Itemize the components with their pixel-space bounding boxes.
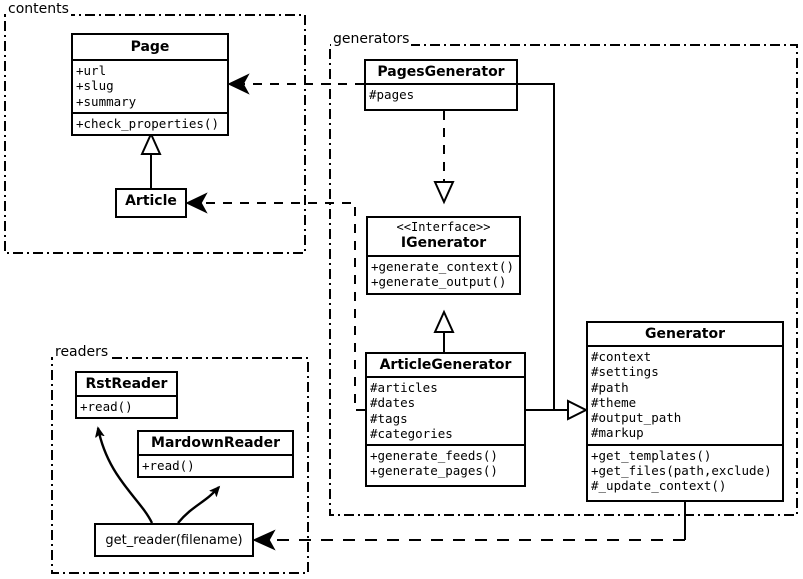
class-title-mardown-reader: MardownReader [151,435,280,451]
class-attributes-page: +url +slug +summary [73,59,227,112]
class-operation: #_update_context() [591,478,727,494]
class-title-pages-generator: PagesGenerator [377,64,505,80]
relation-get-reader-creates-mardownreader [177,487,219,524]
class-operation: +get_templates() [591,447,712,463]
class-title-page: Page [130,39,170,55]
class-attribute: #context [591,349,652,365]
class-title-rst-reader: RstReader [85,376,168,392]
class-stereotype-igenerator: <<Interface>> [396,220,491,234]
class-attribute: #output_path [591,410,682,426]
class-operation: +read() [142,458,195,474]
class-attribute: +url [76,63,107,79]
class-attributes-generator: #context #settings #path #theme #output_… [588,345,782,444]
relation-articlegenerator-inherits-igenerator [433,309,455,352]
class-box-rst-reader[interactable]: RstReader +read() [75,371,178,419]
relation-articlegenerator-uses-article [185,192,365,411]
package-border-generators [329,44,798,516]
class-attribute: #path [591,379,629,395]
class-operation: +generate_context() [371,258,514,274]
class-operations-generator: +get_templates() +get_files(path,exclude… [588,443,782,497]
class-attribute: +slug [76,78,114,94]
class-operations-mardown-reader: +read() [139,454,292,476]
class-operations-rst-reader: +read() [77,395,176,417]
class-operation: +get_files(path,exclude) [591,462,772,478]
relation-pagesgenerator-uses-page [227,73,364,95]
class-attribute: #settings [591,364,659,380]
class-box-page[interactable]: Page +url +slug +summary +check_properti… [71,33,229,136]
class-operation: +generate_output() [371,274,507,290]
package-label-contents: contents [6,1,71,17]
class-box-article-generator[interactable]: ArticleGenerator #articles #dates #tags … [365,352,526,487]
class-box-mardown-reader[interactable]: MardownReader +read() [137,430,294,478]
relation-generator-uses-get-reader [252,502,686,551]
class-operations-page: +check_properties() [73,111,227,134]
class-attribute: #tags [370,410,408,426]
function-label-get-reader: get_reader(filename) [105,532,243,548]
class-operations-article-generator: +generate_feeds() +generate_pages() [367,444,524,482]
class-title-generator: Generator [644,326,725,342]
class-title-article: Article [125,193,177,209]
relation-articlegenerator-inherits-generator [526,399,589,421]
class-title-article-generator: ArticleGenerator [379,357,512,373]
class-name-igenerator: IGenerator [400,234,487,251]
package-label-readers: readers [53,344,111,360]
class-attribute: #markup [591,425,644,441]
class-operation: +generate_pages() [370,463,498,479]
class-operation: +generate_feeds() [370,448,498,464]
class-operations-igenerator: +generate_context() +generate_output() [368,254,519,293]
class-title-igenerator: <<Interface>> IGenerator [368,218,519,255]
package-label-generators: generators [331,31,412,47]
class-attributes-article-generator: #articles #dates #tags #categories [367,376,524,444]
class-operation: +check_properties() [76,115,219,131]
class-box-generator[interactable]: Generator #context #settings #path #them… [586,321,784,502]
class-attribute: #theme [591,394,637,410]
class-attribute: #dates [370,395,416,411]
class-attribute: #pages [369,87,415,103]
class-box-pages-generator[interactable]: PagesGenerator #pages [364,59,518,111]
class-attribute: #articles [370,380,438,396]
relation-pagesgenerator-realizes-igenerator [433,111,455,205]
class-attribute: #categories [370,425,453,441]
relation-get-reader-creates-rstreader [98,428,154,524]
package-border-contents [4,14,306,254]
class-box-article[interactable]: Article [115,188,187,218]
package-border-readers [51,357,309,574]
class-operation: +read() [80,399,133,415]
class-attribute: +summary [76,93,137,109]
function-box-get-reader[interactable]: get_reader(filename) [94,523,254,557]
relation-article-inherits-page [140,131,162,188]
class-box-igenerator[interactable]: <<Interface>> IGenerator +generate_conte… [366,216,521,295]
class-attributes-pages-generator: #pages [366,83,516,105]
